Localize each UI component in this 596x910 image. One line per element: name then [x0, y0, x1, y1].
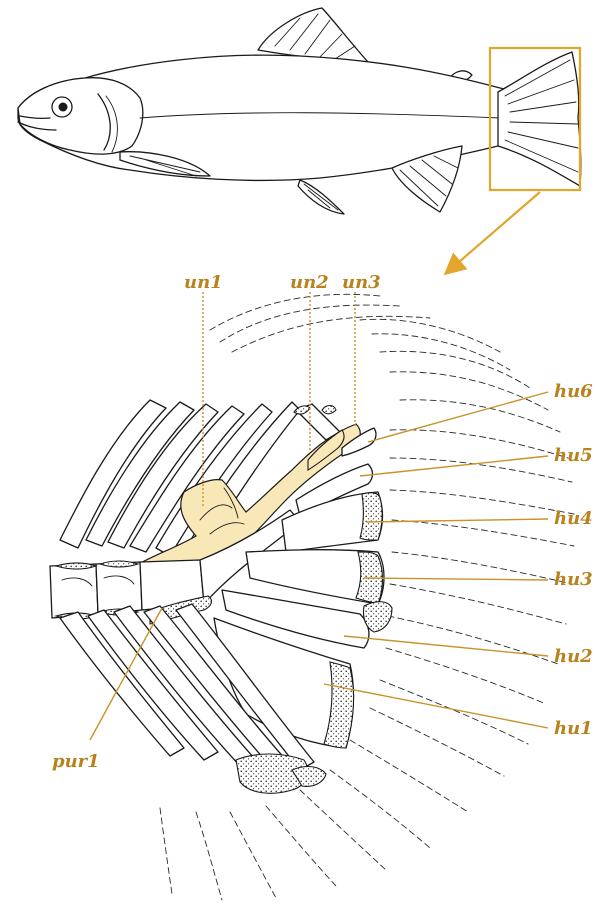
- trout-illustration: [18, 8, 581, 214]
- label-un3: un3: [342, 272, 381, 293]
- leader-hu5: [360, 456, 548, 476]
- hypural-2-tip: [363, 602, 392, 632]
- caudal-skeleton: [50, 294, 574, 900]
- zoom-arrow: [452, 192, 540, 268]
- label-un2: un2: [290, 272, 329, 293]
- label-hu6: hu6: [554, 381, 593, 402]
- leader-hu3: [364, 578, 548, 580]
- epural-tip-2: [322, 406, 336, 414]
- hypural-4-tip: [360, 493, 382, 540]
- label-hu5: hu5: [554, 445, 593, 466]
- label-hu1: hu1: [554, 718, 593, 739]
- leader-hu2: [344, 636, 548, 656]
- trout-head: [18, 78, 143, 154]
- label-hu3: hu3: [554, 569, 593, 590]
- caudal-fin: [498, 52, 581, 186]
- leader-hu1: [324, 684, 548, 728]
- label-pur1: pur1: [52, 751, 100, 772]
- label-hu2: hu2: [554, 646, 593, 667]
- dorsal-fin: [258, 8, 368, 62]
- label-un1: un1: [184, 272, 223, 293]
- label-hu4: hu4: [554, 508, 593, 529]
